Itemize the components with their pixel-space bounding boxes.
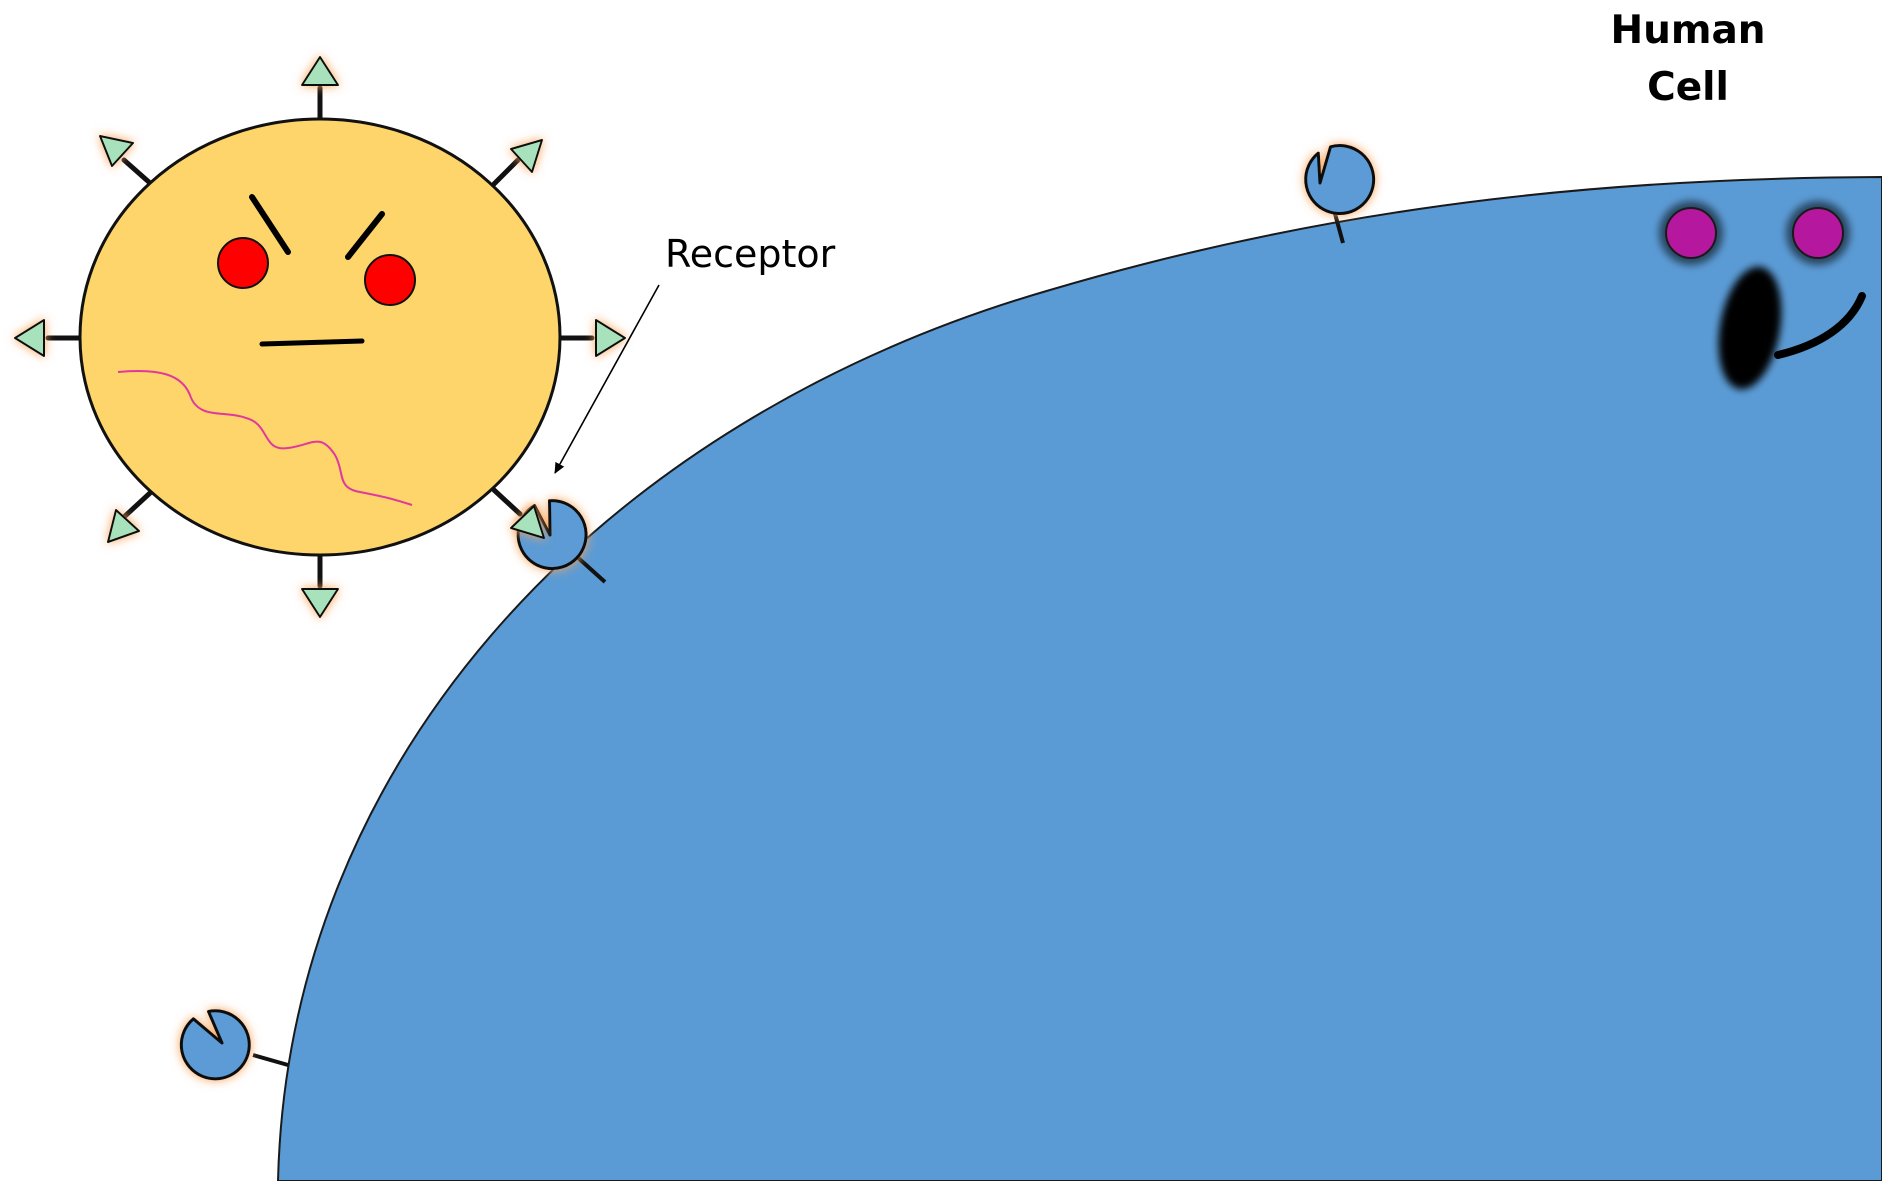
human-cell-label-line1: Human bbox=[1595, 2, 1781, 59]
receptor-bottom bbox=[181, 1011, 288, 1079]
virus-body bbox=[80, 119, 560, 555]
receptor-pointer-arrow bbox=[555, 285, 659, 473]
human-cell-label-line2: Cell bbox=[1595, 59, 1781, 116]
virus-right-eye bbox=[365, 255, 415, 305]
virus-mouth bbox=[262, 341, 362, 344]
cell-left-eye bbox=[1666, 208, 1716, 258]
spike-protein-icon bbox=[15, 320, 44, 356]
receptor-icon bbox=[1306, 146, 1374, 214]
cell-right-eye bbox=[1793, 208, 1843, 258]
spike-protein-icon bbox=[596, 320, 625, 356]
virus-left-eye bbox=[218, 238, 268, 288]
virus bbox=[15, 57, 625, 617]
spike-protein-icon bbox=[511, 140, 542, 172]
spike-protein-icon bbox=[302, 57, 338, 85]
receptor-icon bbox=[181, 1011, 249, 1079]
spike-protein-icon bbox=[302, 589, 338, 617]
receptor-label: Receptor bbox=[665, 230, 835, 278]
human-cell-label: Human Cell bbox=[1595, 2, 1781, 116]
